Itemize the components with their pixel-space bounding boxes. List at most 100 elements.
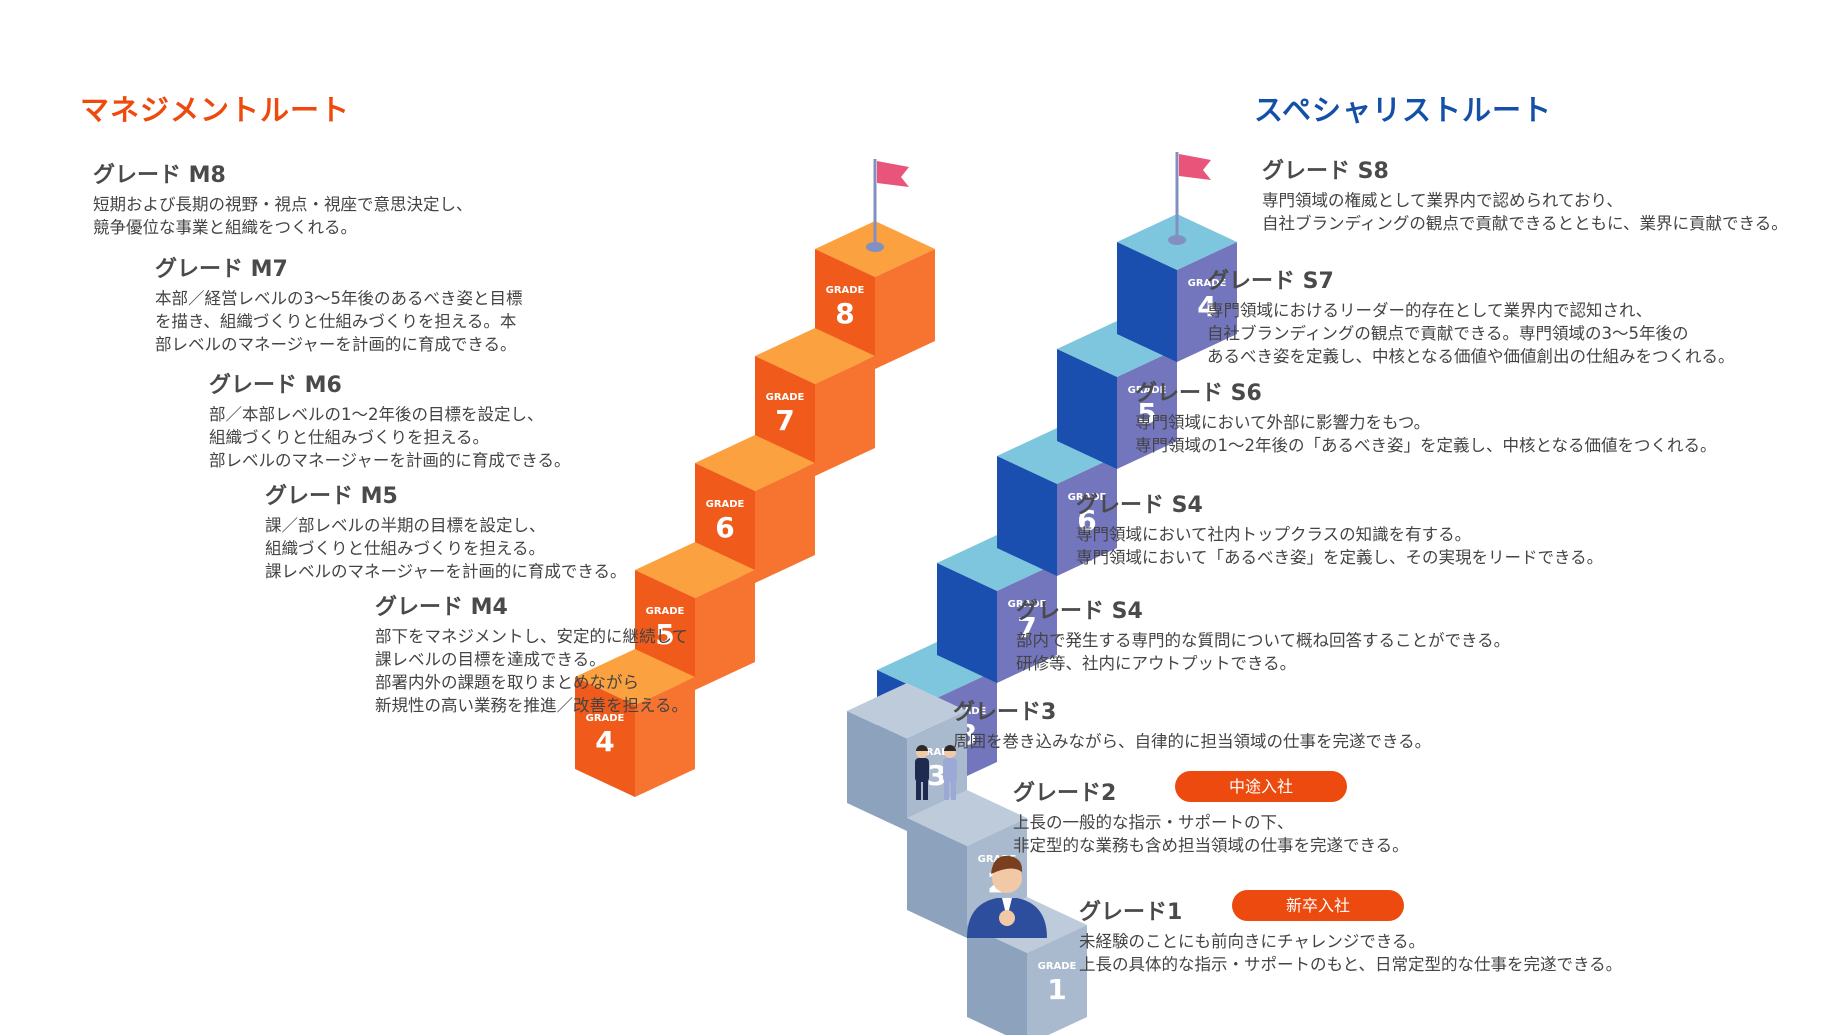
grade-text: 課／部レベルの半期の目標を設定し、 [265,516,546,535]
grade-2-description: グレード2 上長の一般的な指示・サポートの下、 非定型的な業務も含め担当領域の仕… [1013,775,1409,857]
grade-text: 周囲を巻き込みながら、自律的に担当領域の仕事を完遂できる。 [953,732,1432,751]
grade-title: グレード M5 [265,484,398,509]
grade-text: 部／本部レベルの1〜2年後の目標を設定し、 [209,405,544,424]
cube-grade-label: GRADE [646,606,685,617]
grade-m5-description: グレード M5 課／部レベルの半期の目標を設定し、 組織づくりと仕組みづくりを担… [265,478,627,583]
grade-m6-description: グレード M6 部／本部レベルの1〜2年後の目標を設定し、 組織づくりと仕組みづ… [209,367,571,472]
grade-text: 課レベルの目標を達成できる。 [375,650,606,669]
grade-text: 自社ブランディングの観点で貢献できる。専門領域の3〜5年後の [1207,324,1689,343]
cube-grade-number: 7 [1017,611,1036,644]
cube-grade-number: 4 [595,725,614,758]
cube-right-face [695,570,755,690]
grade-title: グレード M7 [155,257,288,282]
grade-s7-description: グレード S7 専門領域におけるリーダー的存在として業界内で認知され、 自社ブラ… [1207,263,1735,368]
cube-grade-label: GRADE [586,713,625,724]
grade-title: グレード S8 [1262,159,1389,184]
cube-grade-label: GRADE [826,285,865,296]
cube-grade-label: GRADE [1008,599,1047,610]
grade-text: 課レベルのマネージャーを計画的に育成できる。 [265,562,627,581]
grade-text: 組織づくりと仕組みづくりを担える。 [209,428,490,447]
grade-title: グレード3 [953,700,1057,725]
grade-m7-description: グレード M7 本部／経営レベルの3〜5年後のあるべき姿と目標 を描き、組織づく… [155,251,523,356]
grade-text: 自社ブランディングの観点で貢献できるとともに、業界に貢献できる。 [1262,214,1788,233]
cube-grade-label: GRADE [948,706,987,717]
cube-left-face [907,818,967,938]
cube-grade-number: 5 [655,618,674,651]
grade-title: グレード S4 [1016,599,1143,624]
cube-left-face [1057,349,1117,469]
grade-text: 上長の具体的な指示・サポートのもと、日常定型的な仕事を完遂できる。 [1079,955,1623,974]
specialist-route-title: スペシャリストルート [1254,93,1552,127]
cube-right-face [635,677,695,797]
cube-grade-number: 6 [715,511,734,544]
grade-s5-description: グレード S4 専門領域において社内トップクラスの知識を有する。 専門領域におい… [1076,487,1603,569]
grade-text: 未経験のことにも前向きにチャレンジできる。 [1079,932,1426,951]
grade-text: 専門領域の1〜2年後の「あるべき姿」を定義し、中核となる価値をつくれる。 [1135,436,1717,455]
grade-title: グレード M4 [375,595,508,620]
cube-grade-number: 8 [835,297,854,330]
grade-s8-description: グレード S8 専門領域の権威として業界内で認められており、 自社ブランディング… [1262,153,1788,235]
grade-title: グレード S4 [1076,493,1203,518]
grade-text: あるべき姿を定義し、中核となる価値や価値創出の仕組みをつくれる。 [1207,347,1735,366]
grade-text: 本部／経営レベルの3〜5年後のあるべき姿と目標 [155,289,523,308]
woman-figure-icon [943,745,957,800]
mid-career-badge: 中途入社 [1175,771,1347,802]
cube-grade-label: GRADE [1068,492,1107,503]
grade-title: グレード2 [1013,781,1117,806]
man-figure-icon [915,745,929,800]
cube-grade-label: GRADE [918,747,957,758]
grade-text: 専門領域において社内トップクラスの知識を有する。 [1076,525,1472,544]
management-route-title: マネジメントルート [80,93,351,127]
new-graduate-badge: 新卒入社 [1232,890,1404,921]
grade-title: グレード M8 [93,163,226,188]
grade-text: を描き、組織づくりと仕組みづくりを担える。本 [155,312,517,331]
grade-m8-description: グレード M8 短期および長期の視野・視点・視座で意思決定し、 競争優位な事業と… [93,157,473,239]
cube-left-face [847,711,907,831]
grade-title: グレード1 [1079,900,1183,925]
grade-text: 部レベルのマネージャーを計画的に育成できる。 [155,335,517,354]
flag-icon [1168,152,1211,245]
cube-grade-label: GRADE [706,499,745,510]
grade-text: 専門領域において外部に影響力をもつ。 [1135,413,1431,432]
cube-right-face [1177,242,1237,362]
cube-right-face [1057,456,1117,576]
grade-text: 組織づくりと仕組みづくりを担える。 [265,539,546,558]
grade-title: グレード S7 [1207,269,1334,294]
grade-1-description: グレード1 未経験のことにも前向きにチャレンジできる。 上長の具体的な指示・サポ… [1079,894,1622,976]
cube-grade-label: GRADE [1128,385,1167,396]
cube-left-face [937,563,997,683]
grade-text: 部レベルのマネージャーを計画的に育成できる。 [209,451,571,470]
cube-left-face [575,677,635,797]
cube-right-face [1027,925,1087,1035]
grade-title: グレード M6 [209,373,342,398]
grade-text: 専門領域において「あるべき姿」を定義し、その実現をリードできる。 [1076,548,1604,567]
cube-grade-number: 5 [1137,397,1156,430]
grade-s6-description: グレード S6 専門領域において外部に影響力をもつ。 専門領域の1〜2年後の「あ… [1135,375,1717,457]
cube-grade-number: 4 [1197,290,1216,323]
cube-right-face [875,249,935,369]
grade-text: 部下をマネジメントし、安定的に継続して [375,627,689,646]
grade-text: 部署内外の課題を取りまとめながら [375,673,639,692]
cube-left-face [997,456,1057,576]
grade-text: 上長の一般的な指示・サポートの下、 [1013,813,1294,832]
cube-grade-label: GRADE [766,392,805,403]
grade-text: 短期および長期の視野・視点・視座で意思決定し、 [93,195,473,214]
grade-s4-description: グレード S4 部内で発生する専門的な質問について概ね回答することができる。 研… [1016,593,1510,675]
grade-text: 部内で発生する専門的な質問について概ね回答することができる。 [1016,631,1511,650]
grade-text: 新規性の高い業務を推進／改善を担える。 [375,696,689,715]
cube-grade-label: GRADE [1038,961,1077,972]
cube-right-face [755,463,815,583]
grade-title: グレード S6 [1135,381,1262,406]
cube-left-face [967,925,1027,1035]
character-icon [967,855,1047,938]
grade-m4-description: グレード M4 部下をマネジメントし、安定的に継続して 課レベルの目標を達成でき… [375,589,688,717]
grade-3-description: グレード3 周囲を巻き込みながら、自律的に担当領域の仕事を完遂できる。 [953,694,1431,753]
cube-grade-number: 6 [1077,504,1096,537]
grade-text: 専門領域におけるリーダー的存在として業界内で認知され、 [1207,301,1653,320]
